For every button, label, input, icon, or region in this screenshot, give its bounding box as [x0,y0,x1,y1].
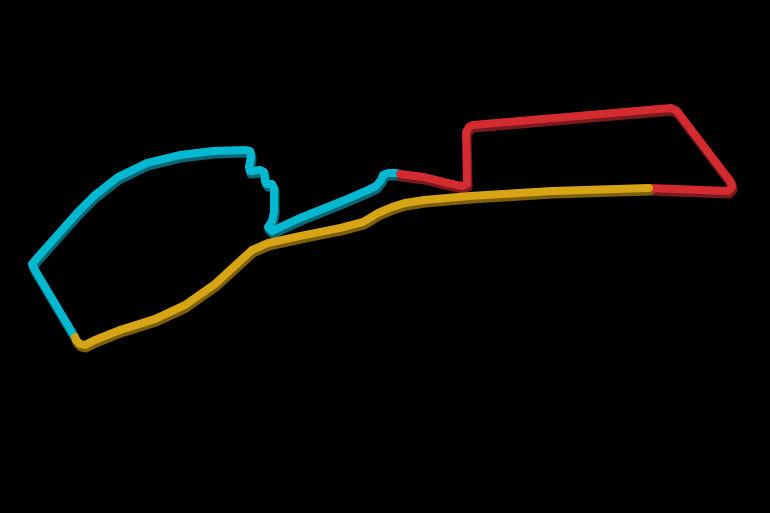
sector-3-path[interactable] [71,184,653,349]
sector-2-path[interactable] [396,104,736,195]
track-sector-layer [28,104,736,349]
sector-1-path[interactable] [28,146,404,341]
